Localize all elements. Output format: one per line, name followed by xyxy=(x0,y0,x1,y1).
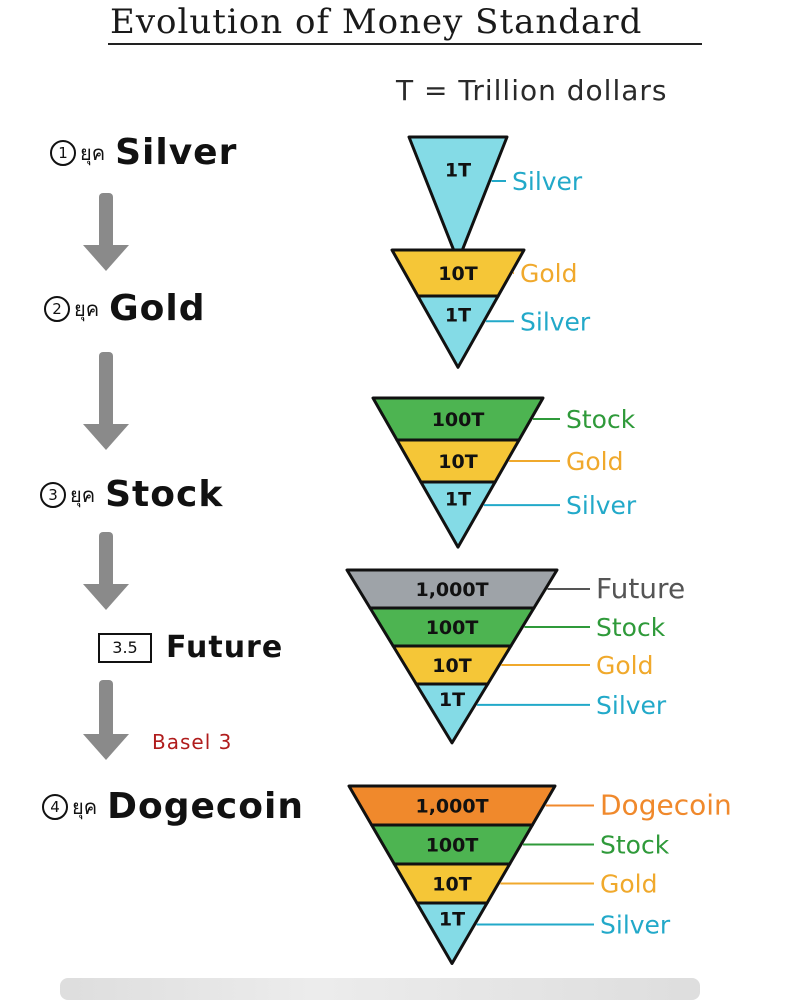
stage-number: 1 xyxy=(50,139,76,166)
stage-era-word: ยุค xyxy=(80,140,106,165)
layer-label-silver: Silver xyxy=(566,491,637,520)
down-arrow-icon xyxy=(83,680,129,760)
pyramid-layer-silver xyxy=(414,682,490,745)
layer-label-dogecoin: Dogecoin xyxy=(600,789,732,822)
pyramid-4: 1,000T Future 100T Stock 10T Gold 1T Silver xyxy=(345,568,685,745)
page-title: Evolution of Money Standard xyxy=(110,2,643,42)
layer-value: 1T xyxy=(445,489,471,511)
pyramid-1: 1T Silver xyxy=(407,135,583,263)
stage-future: 3.5 Future xyxy=(98,630,283,665)
basel-note: Basel 3 xyxy=(152,730,233,754)
layer-label-gold: Gold xyxy=(520,259,577,288)
stage-label: Stock xyxy=(105,474,224,515)
stage-number: 4 xyxy=(42,793,68,820)
layer-value: 1,000T xyxy=(415,796,488,818)
stage-label: Gold xyxy=(109,288,206,329)
layer-value: 10T xyxy=(432,655,471,677)
layer-label-silver: Silver xyxy=(600,910,671,939)
stage-stock: 3 ยุค Stock xyxy=(40,474,223,515)
layer-label-silver: Silver xyxy=(512,167,583,196)
layer-label-gold: Gold xyxy=(600,870,657,899)
pyramid-5: 1,000T Dogecoin 100T Stock 10T Gold 1T Silver xyxy=(347,784,732,965)
stage-era-word: ยุค xyxy=(74,296,100,321)
layer-label-future: Future xyxy=(596,572,685,605)
stage-era-word: ยุค xyxy=(72,794,98,819)
layer-value: 1T xyxy=(439,689,465,711)
stage-label: Future xyxy=(166,630,284,665)
pyramid-3: 100T Stock 10T Gold 1T Silver xyxy=(371,396,637,549)
layer-value: 1T xyxy=(445,160,471,182)
layer-value: 100T xyxy=(426,835,479,857)
stage-label: Dogecoin xyxy=(107,786,304,827)
layer-label-silver: Silver xyxy=(520,307,591,336)
stage-number: 2 xyxy=(44,295,70,322)
layer-label-stock: Stock xyxy=(596,613,666,642)
blurred-footer xyxy=(60,978,700,1000)
stage-number: 3 xyxy=(40,481,66,508)
pyramid-layer-silver xyxy=(416,294,500,369)
layer-value: 10T xyxy=(432,874,471,896)
layer-label-silver: Silver xyxy=(596,691,667,720)
layer-value: 1T xyxy=(439,908,465,930)
title-underline xyxy=(108,43,702,45)
pyramid-layer-silver xyxy=(415,901,489,965)
stage-label: Silver xyxy=(115,132,238,173)
layer-label-stock: Stock xyxy=(566,405,636,434)
layer-label-stock: Stock xyxy=(600,831,670,860)
layer-value: 1T xyxy=(445,304,471,326)
layer-label-gold: Gold xyxy=(566,447,623,476)
down-arrow-icon xyxy=(83,352,129,450)
pyramid-2: 10T Gold 1T Silver xyxy=(390,248,591,369)
layer-value: 10T xyxy=(438,451,477,473)
layer-value: 1,000T xyxy=(415,579,488,601)
stage-number: 3.5 xyxy=(98,632,152,663)
layer-value: 100T xyxy=(432,409,485,431)
stage-silver: 1 ยุค Silver xyxy=(50,132,237,173)
layer-value: 100T xyxy=(426,617,479,639)
unit-note: T = Trillion dollars xyxy=(396,74,668,107)
pyramid-layer-silver xyxy=(407,135,509,263)
stage-dogecoin: 4 ยุค Dogecoin xyxy=(42,786,304,827)
pyramid-layer-silver xyxy=(419,480,497,549)
stage-gold: 2 ยุค Gold xyxy=(44,288,206,329)
down-arrow-icon xyxy=(83,193,129,271)
layer-label-gold: Gold xyxy=(596,651,653,680)
down-arrow-icon xyxy=(83,532,129,610)
layer-value: 10T xyxy=(438,263,477,285)
stage-era-word: ยุค xyxy=(70,482,96,507)
